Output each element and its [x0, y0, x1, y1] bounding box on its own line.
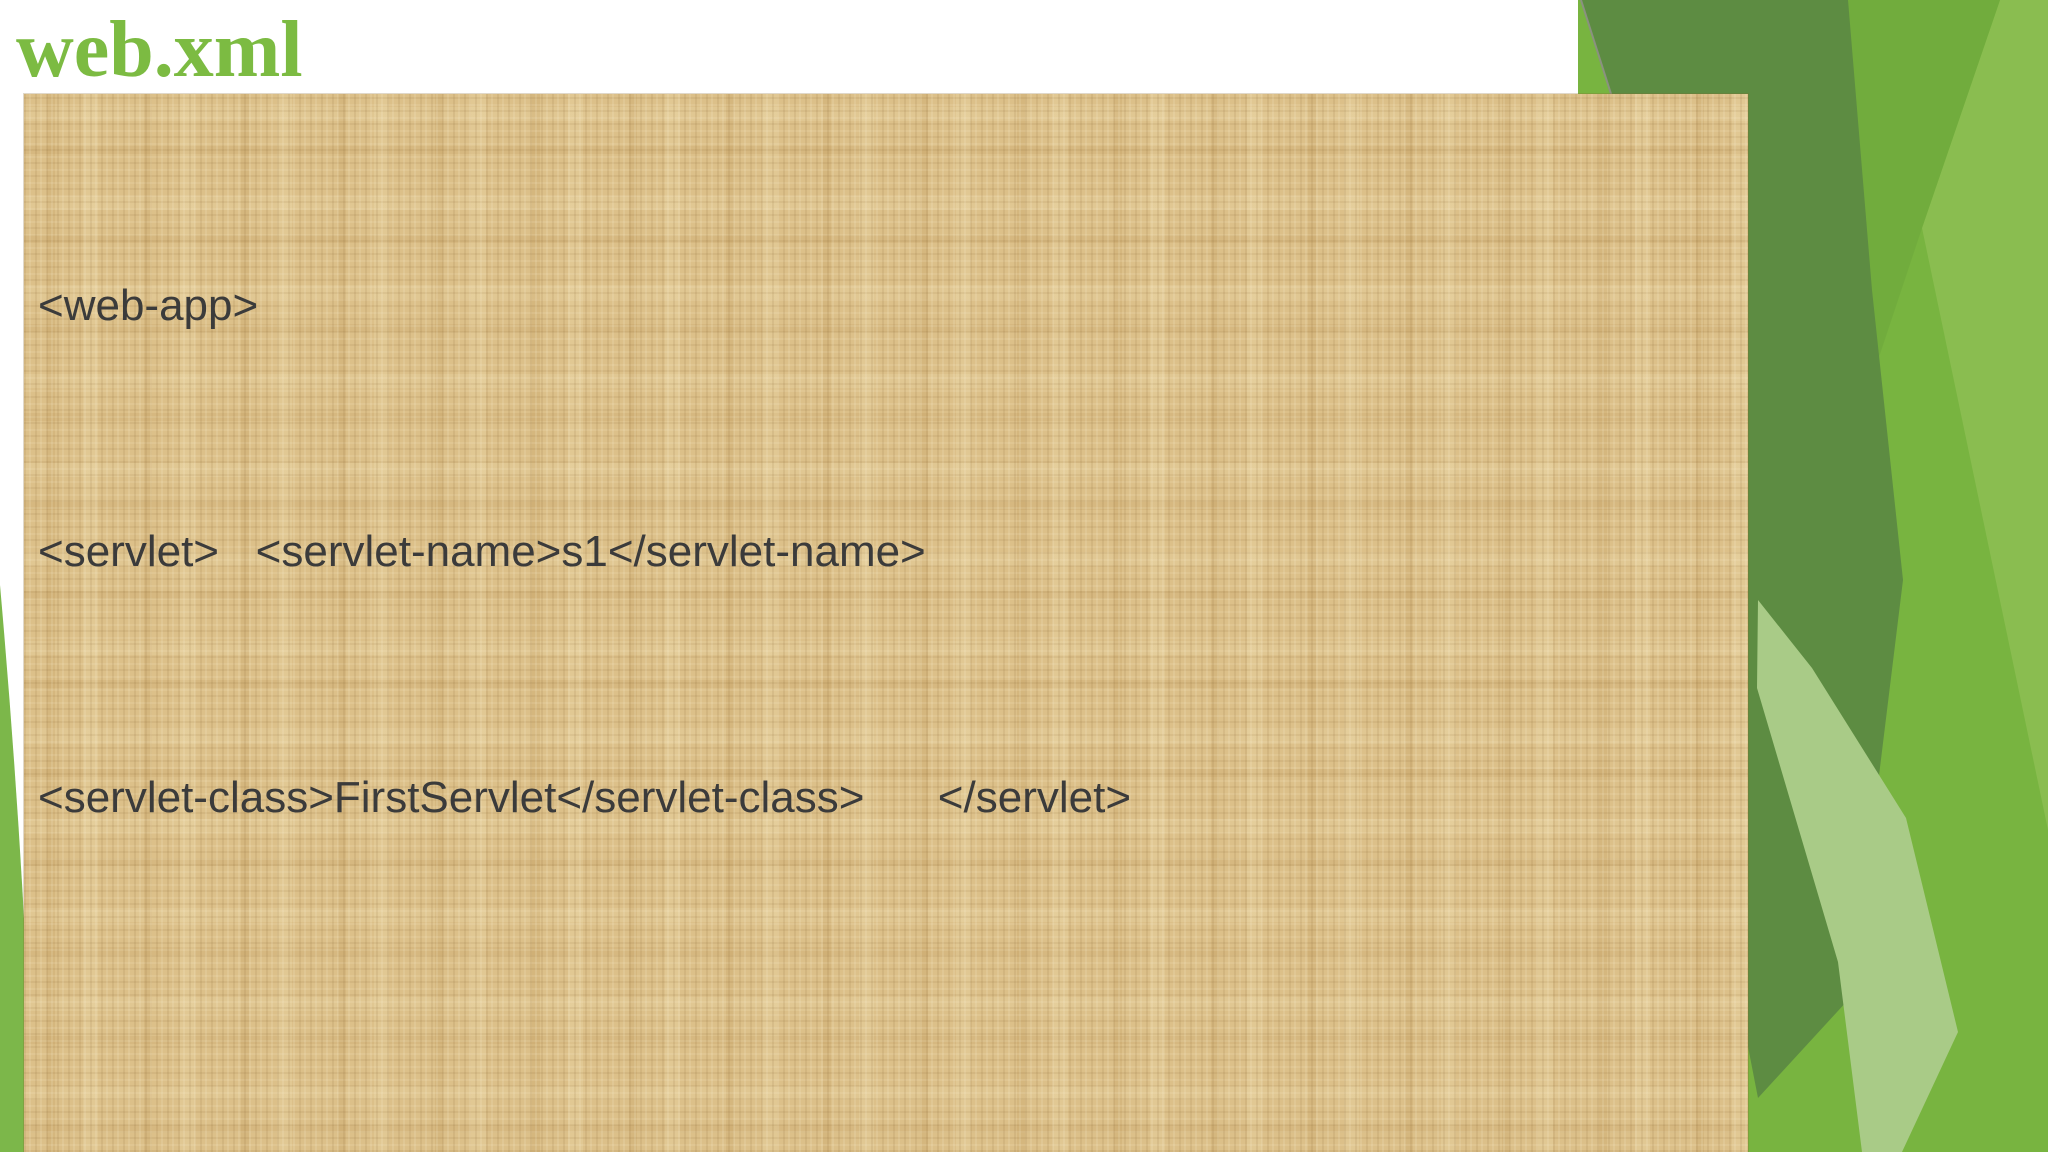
code-line-blank [38, 1003, 1748, 1085]
code-line-web-app-open: <web-app> [38, 281, 259, 330]
slide-title: web.xml [16, 6, 303, 94]
facet-seam-line [1580, 0, 1613, 98]
code-line-servlet1-class: <servlet-class>FirstServlet</servlet-cla… [38, 773, 1132, 822]
facet-sage-band [1757, 600, 1958, 1152]
burlap-texture [24, 94, 1748, 1152]
code-line-servlet1-open: <servlet> <servlet-name>s1</servlet-name… [38, 527, 926, 576]
facet-light-wedge [1922, 0, 2048, 830]
xml-code-block: <web-app> <servlet> <servlet-name>s1</se… [38, 101, 1748, 1152]
code-box: <web-app> <servlet> <servlet-name>s1</se… [24, 94, 1748, 1152]
facet-top-medium [1770, 0, 2000, 372]
